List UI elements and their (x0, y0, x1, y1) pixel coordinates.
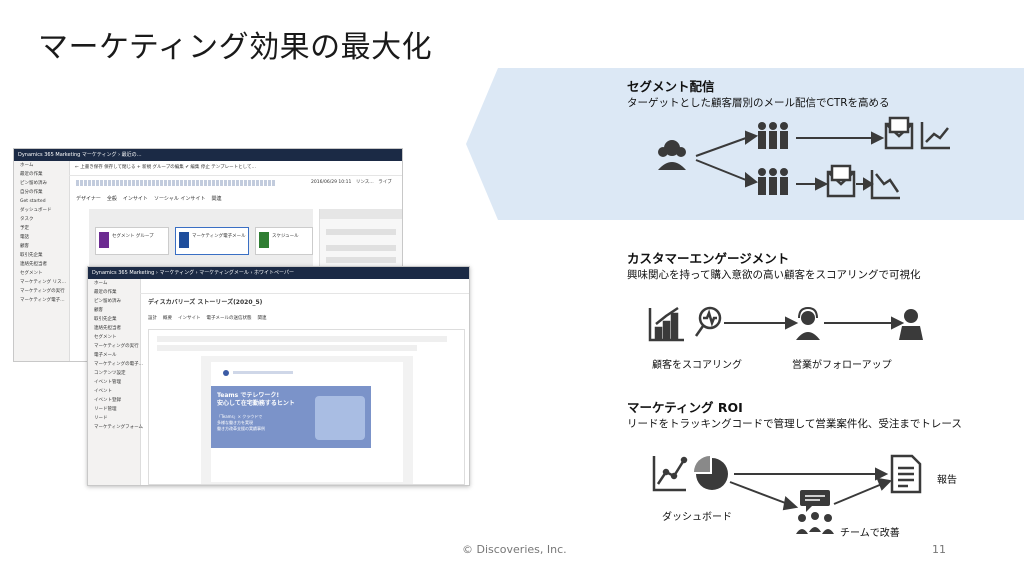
record-tabs: デザイナー全般インサイトソーシャル インサイト関連 (76, 195, 227, 202)
sitemap-item[interactable]: ホーム (94, 281, 108, 286)
record-tab[interactable]: デザイナー (76, 196, 101, 202)
trend-down-icon (870, 170, 900, 200)
sitemap-item[interactable]: マーケティング リス… (20, 280, 67, 285)
email-preview: Teams でテレワーク! 安心して在宅勤務するヒント 「Teams」× クラウ… (201, 356, 413, 484)
sitemap-item[interactable]: セグメント (94, 335, 117, 340)
sitemap-item[interactable]: タスク (20, 217, 34, 222)
sitemap-item[interactable]: マーケティングの実行 (20, 289, 65, 294)
sitemap-item[interactable]: 自分の作業 (20, 190, 43, 195)
sitemap-item[interactable]: コンテンツ設定 (94, 371, 126, 376)
record-tab[interactable]: ソーシャル インサイト (153, 196, 206, 202)
sitemap-item[interactable]: 電話 (20, 235, 29, 240)
segment-diagram (658, 116, 950, 200)
mail-icon (884, 116, 914, 150)
magnifier-icon (694, 306, 722, 337)
section-title: セグメント配信 (627, 79, 715, 94)
banner-illustration (315, 396, 365, 440)
record-tab[interactable]: 電子メールの送信状態 (206, 316, 252, 321)
sitemap-item[interactable]: リード (94, 416, 108, 421)
group-icon (758, 122, 788, 149)
record-tab[interactable]: 関連 (257, 316, 267, 321)
sitemap-item[interactable]: 顧客 (94, 308, 103, 313)
banner-line: 働き方改革支援の実績事例 (217, 426, 265, 431)
sitemap-item[interactable]: セグメント (20, 271, 43, 276)
line-chart-icon (652, 456, 688, 492)
app-nav-bar: Dynamics 365 Marketing › マーケティング › マーケティ… (88, 267, 469, 279)
section-title: マーケティング ROI (627, 400, 743, 415)
businessman-icon (899, 309, 923, 340)
banner-line: 多様な働き方を実現 (217, 420, 253, 425)
sitemap-item[interactable]: イベント (94, 389, 112, 394)
sitemap-item[interactable]: マーケティング電子… (20, 298, 65, 303)
trend-up-icon (920, 122, 950, 150)
journey-tile: スケジュール (255, 227, 313, 255)
journey-tile: セグメント グループ (95, 227, 169, 255)
record-tab[interactable]: 概要 (163, 316, 172, 321)
sitemap-item[interactable]: 取引先企業 (94, 317, 117, 322)
group-icon (758, 168, 788, 195)
sitemap-item[interactable]: マーケティングの実行 (94, 344, 139, 349)
sitemap-item[interactable]: マーケティングフォーム (94, 425, 144, 430)
sitemap: ホーム最近の作業ピン留め済み顧客取引先企業連絡先担当者セグメントマーケティングの… (88, 279, 144, 485)
pie-chart-icon (694, 456, 728, 490)
document-icon (890, 454, 922, 494)
record-header: 2016/06/29 10:11 リンス… ライブ (76, 177, 396, 193)
footer-copyright: © Discoveries, Inc. (462, 543, 567, 556)
sitemap-item[interactable]: ダッシュボード (20, 208, 52, 213)
sitemap-item[interactable]: 取引先企業 (20, 253, 43, 258)
sitemap-item[interactable]: ピン留め済み (94, 299, 121, 304)
sitemap-item[interactable]: 顧客 (20, 244, 29, 249)
sitemap-item[interactable]: イベント登録 (94, 398, 121, 403)
command-bar (140, 279, 469, 294)
caption-team: チームで改善 (840, 528, 900, 539)
record-tab[interactable]: インサイト (178, 316, 201, 321)
caption-follow: 営業がフォローアップ (792, 360, 892, 371)
bar-chart-icon (648, 306, 684, 342)
record-tab[interactable]: インサイト (122, 196, 148, 202)
email-banner: Teams でテレワーク! 安心して在宅勤務するヒント 「Teams」× クラウ… (211, 386, 371, 448)
sitemap-item[interactable]: 予定 (20, 226, 29, 231)
headset-agent-icon (796, 306, 820, 340)
section-subtitle: ターゲットとした顧客層別のメール配信でCTRを高める (627, 97, 890, 109)
engagement-diagram (648, 306, 923, 342)
section-subtitle: 興味関心を持って購入意欲の高い顧客をスコアリングで可視化 (627, 269, 921, 281)
sitemap: ホーム最近の作業ピン留め済み自分の作業 Get started ダッシュボードタスク… (14, 161, 70, 361)
sitemap-item[interactable]: 最近の作業 (94, 290, 117, 295)
sitemap-item[interactable]: 電子メール (94, 353, 117, 358)
sitemap-item[interactable]: マーケティングの電子… (94, 362, 144, 367)
screenshot-email: Dynamics 365 Marketing › マーケティング › マーケティ… (87, 266, 470, 486)
caption-report: 報告 (937, 475, 957, 486)
app-nav-bar: Dynamics 365 Marketing マーケティング › 最近の… (14, 149, 402, 161)
caption-score: 顧客をスコアリング (652, 360, 742, 371)
sitemap-item[interactable]: 連絡先担当者 (20, 262, 47, 267)
sitemap-item[interactable]: 連絡先担当者 (94, 326, 121, 331)
sitemap-item[interactable]: ホーム (20, 163, 34, 168)
record-tab[interactable]: 関連 (211, 196, 222, 202)
roi-diagram (652, 454, 922, 534)
email-name: ディスカバリーズ ストーリーズ(2020_5) (148, 299, 263, 306)
journey-tile: マーケティング電子メール (175, 227, 249, 255)
record-tab[interactable]: 全般 (106, 196, 117, 202)
team-meeting-icon (796, 490, 834, 534)
banner-title: Teams でテレワーク! 安心して在宅勤務するヒント (217, 392, 295, 407)
analyst-icon (658, 140, 686, 170)
sitemap-item[interactable]: Get started (20, 199, 46, 204)
mail-icon (826, 164, 856, 198)
sitemap-item[interactable]: リード管理 (94, 407, 117, 412)
caption-dashboard: ダッシュボード (662, 512, 732, 523)
sitemap-item[interactable]: 最近の作業 (20, 172, 43, 177)
sitemap-item[interactable]: ピン留め済み (20, 181, 47, 186)
section-title: カスタマーエンゲージメント (627, 251, 790, 266)
page-number: 11 (932, 543, 946, 556)
section-subtitle: リードをトラッキングコードで管理して営業案件化、受注までトレース (627, 418, 962, 430)
sitemap-item[interactable]: イベント管理 (94, 380, 121, 385)
page-title: マーケティング効果の最大化 (38, 30, 433, 65)
record-tabs: 設計 概要 インサイト電子メールの送信状態関連 (148, 315, 273, 321)
banner-line: 「Teams」× クラウドで (217, 414, 263, 419)
command-bar: ← 上書き保存 保存して閉じる + 新規 グループの編集 ✔ 編集 停止 テンプ… (69, 161, 402, 176)
record-tab[interactable]: 設計 (148, 316, 157, 321)
email-designer: Teams でテレワーク! 安心して在宅勤務するヒント 「Teams」× クラウ… (148, 329, 465, 485)
